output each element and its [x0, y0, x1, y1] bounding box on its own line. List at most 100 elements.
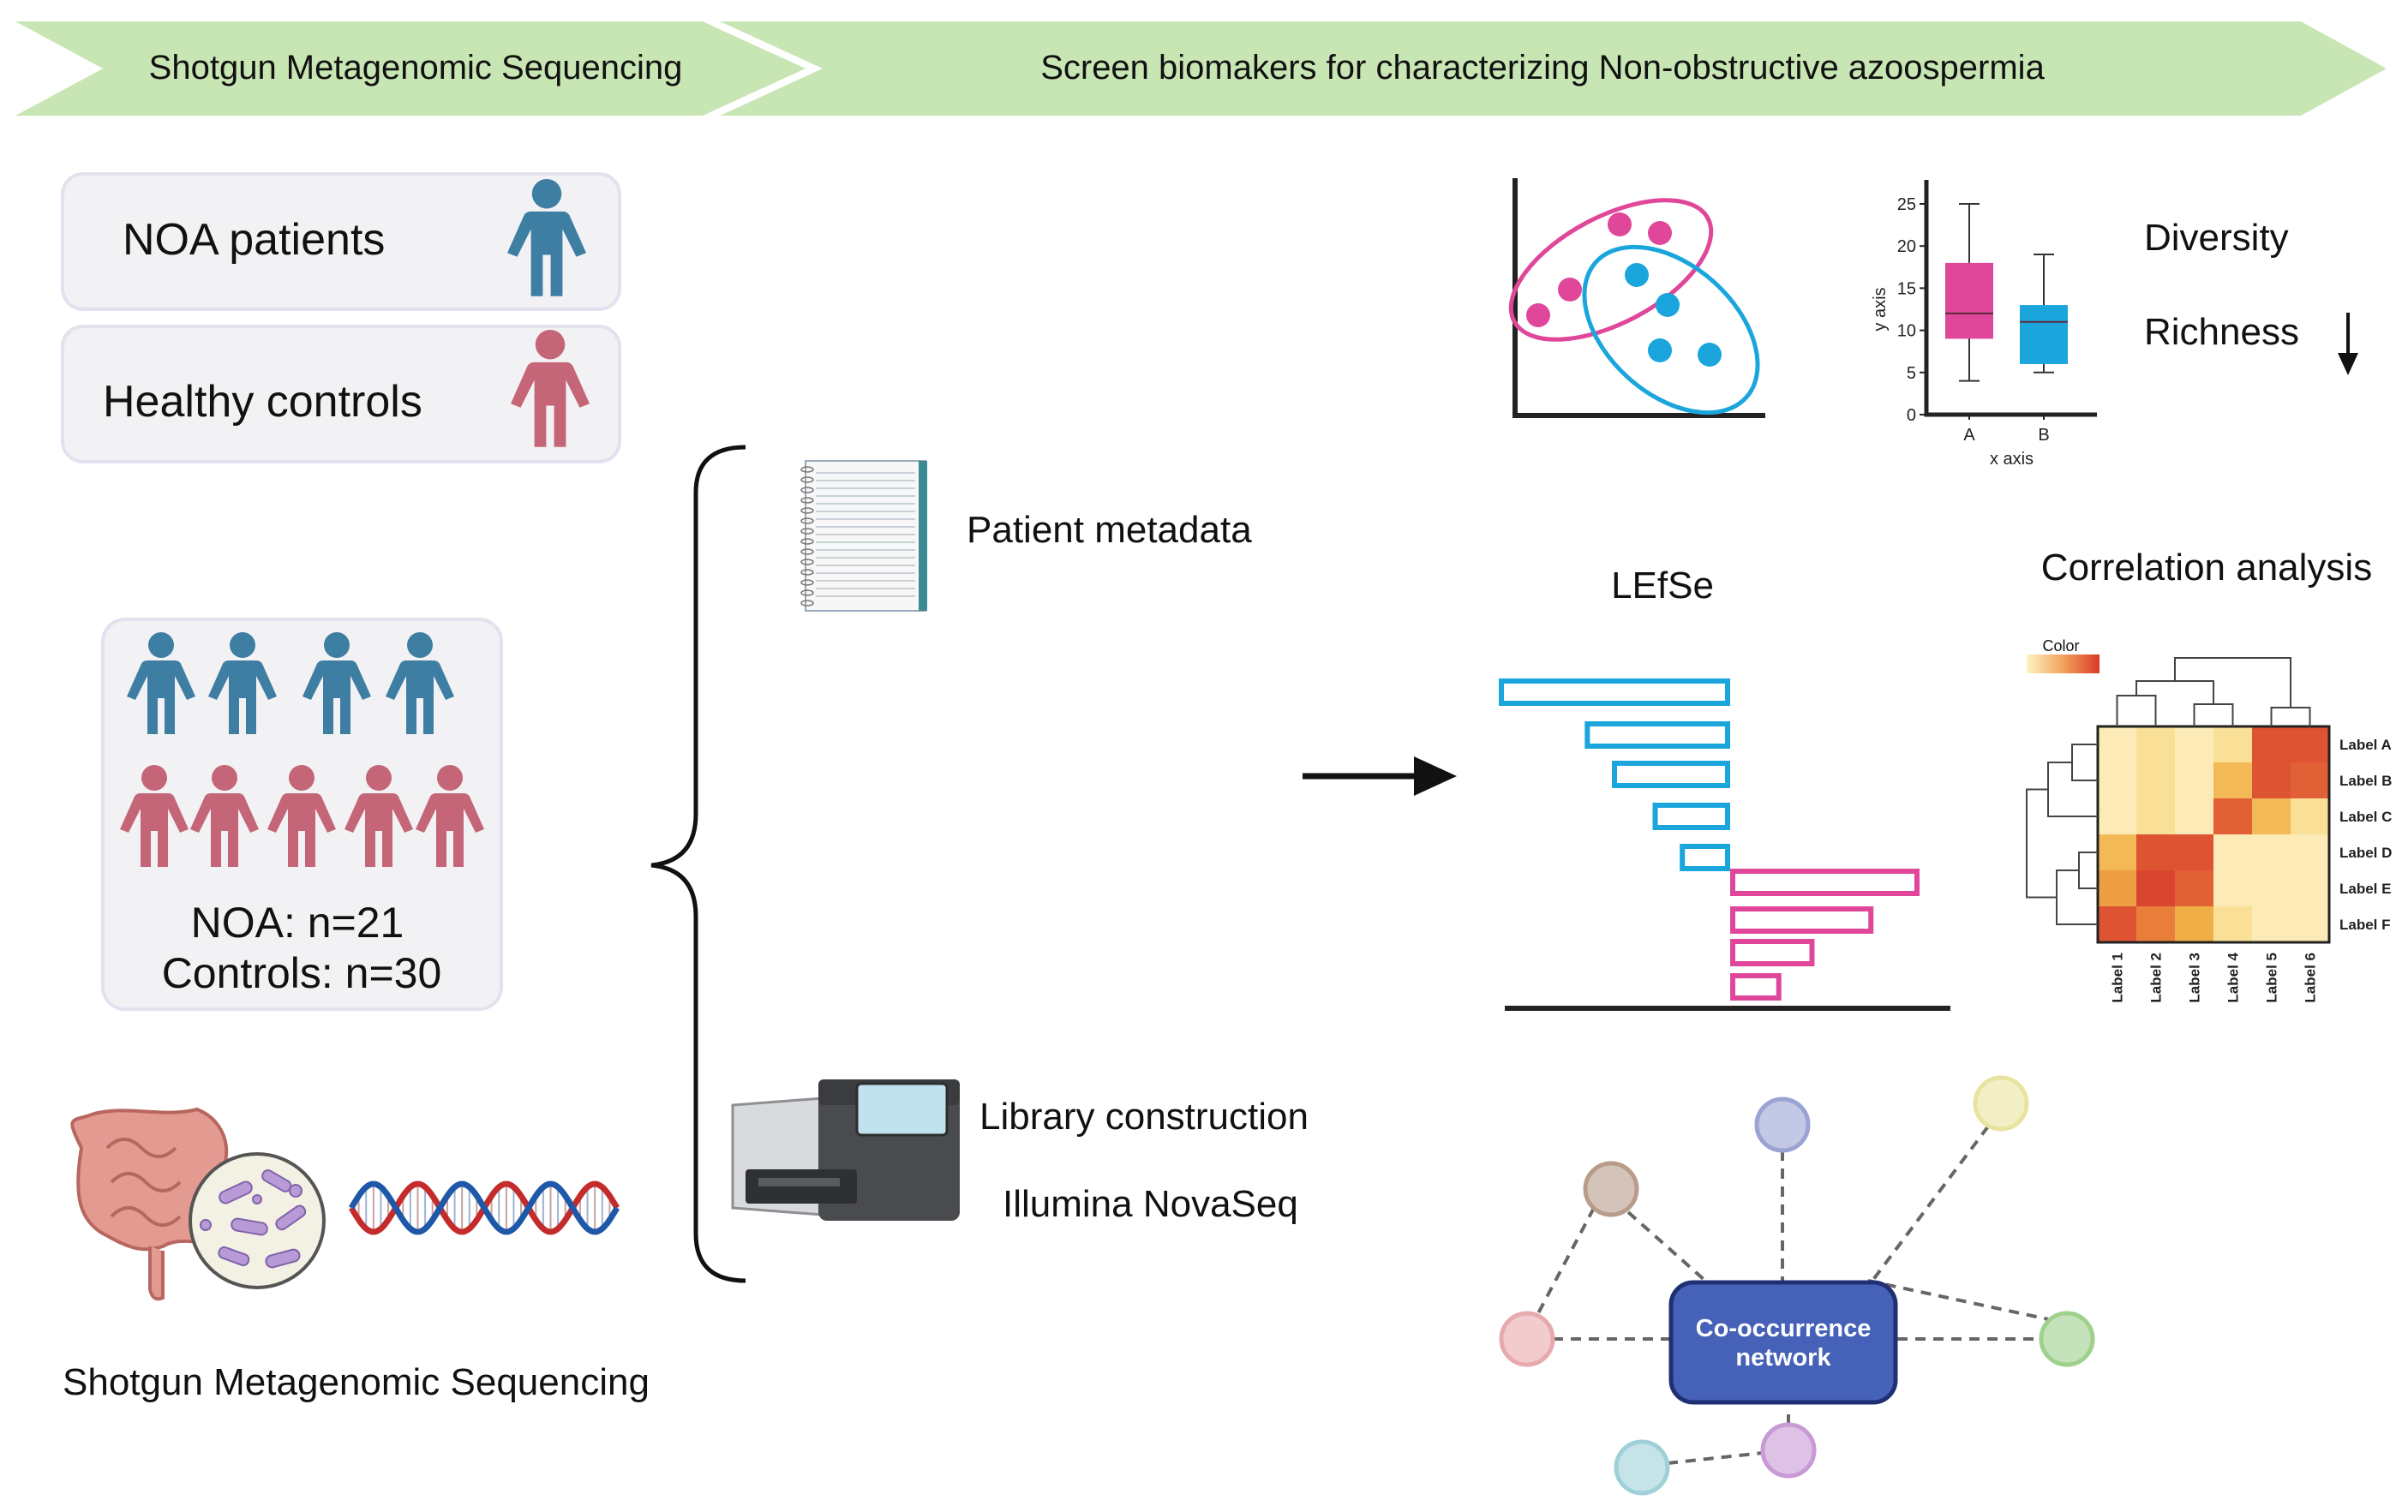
dendrogram-left [2078, 852, 2098, 889]
lefse-bar-negative [1680, 844, 1730, 871]
heatmap-cell [2136, 870, 2175, 906]
notebook-ring [800, 528, 814, 535]
library-construction-label: Library construction [979, 1096, 1309, 1138]
color-legend-label: Color [2042, 637, 2079, 654]
heatmap-cell [2175, 834, 2213, 870]
network-edge [1871, 1125, 1990, 1282]
heatmap-cell [2213, 762, 2252, 798]
curly-brace [650, 445, 746, 1283]
heatmap-cell [2252, 798, 2291, 834]
heatmap-cell [2213, 906, 2252, 942]
x-axis-label: x axis [1990, 450, 2034, 469]
network-node [1614, 1439, 1670, 1496]
noa-count: NOA: n=21 [191, 899, 404, 947]
richness-label: Richness [2144, 311, 2299, 353]
notebook-ring [800, 517, 814, 524]
healthy-controls-card: Healthy controls [61, 325, 621, 463]
network-node [2039, 1311, 2095, 1367]
group-a-point [1608, 212, 1632, 236]
flow-arrow-head [1414, 756, 1457, 796]
sequencing-caption: Shotgun Metagenomic Sequencing [63, 1361, 650, 1403]
network-center-box [1668, 1280, 1898, 1405]
dendrogram-top [2174, 657, 2291, 708]
lefse-bar-negative [1584, 721, 1730, 749]
notebook-ring [800, 589, 814, 596]
notebook-ring [800, 600, 814, 607]
heatmap-cell [2098, 726, 2136, 762]
heatmap-col-label: Label 2 [2148, 953, 2165, 1003]
heatmap-cell [2175, 906, 2213, 942]
heatmap-col-label: Label 1 [2110, 953, 2126, 1003]
heatmap-cell [2136, 726, 2175, 762]
heatmap-cell [2175, 870, 2213, 906]
notebook-ring [800, 487, 814, 493]
heatmap-cell [2098, 798, 2136, 834]
dendrogram-top [2116, 695, 2157, 726]
heatmap-cell [2098, 906, 2136, 942]
heatmap-cell [2136, 834, 2175, 870]
network-node [1760, 1422, 1817, 1479]
network-center-label: Co-occurrence [1696, 1315, 1872, 1342]
controls-count: Controls: n=30 [162, 949, 442, 997]
lefse-bar-positive [1730, 869, 1920, 896]
y-tick-label: 10 [1897, 322, 1916, 341]
notebook-ring [800, 497, 814, 504]
group-b-point [1648, 338, 1672, 362]
heatmap-row-label: Label A [2339, 737, 2392, 753]
notebook-ring [800, 559, 814, 565]
group-b-point [1656, 293, 1680, 317]
y-tick-label: 0 [1907, 406, 1916, 425]
diversity-label: Diversity [2144, 217, 2289, 259]
heatmap-col-label: Label 3 [2187, 953, 2203, 1003]
lefse-bar-negative [1652, 803, 1731, 830]
notebook-ring [800, 569, 814, 576]
network-center-label: network [1735, 1344, 1831, 1372]
heatmap-col-label: Label 4 [2225, 952, 2242, 1002]
lefse-bar-negative [1499, 678, 1730, 706]
heatmap-cell [2213, 798, 2252, 834]
patient-metadata-label: Patient metadata [967, 509, 1252, 551]
heatmap-row-label: Label F [2339, 917, 2391, 933]
heatmap-cell [2291, 762, 2329, 798]
sample-count-card: NOA: n=21 Controls: n=30 [101, 618, 503, 1011]
heatmap-col-label: Label 6 [2303, 953, 2319, 1003]
sequencer-icon [731, 1079, 960, 1221]
network-edge [1867, 1279, 2049, 1321]
banner: Shotgun Metagenomic Sequencing Screen bi… [15, 21, 2387, 116]
network-node [1754, 1097, 1811, 1153]
heatmap-cell [2136, 906, 2175, 942]
noa-patients-card: NOA patients [61, 172, 621, 311]
box-body [1945, 262, 1993, 339]
dna-helix-icon [348, 1180, 620, 1235]
heatmap-cell [2291, 834, 2329, 870]
heatmap-border [2096, 725, 2331, 944]
y-tick-label: 15 [1897, 279, 1916, 298]
beta-diversity-plot [1508, 178, 1765, 418]
y-tick-label: 5 [1907, 364, 1916, 383]
heatmap-cell [2291, 870, 2329, 906]
dendrogram-top [2135, 680, 2214, 704]
notebook-ring [800, 579, 814, 586]
banner-arrow-left [15, 21, 806, 116]
network-node [1499, 1311, 1555, 1367]
heatmap-cell [2291, 798, 2329, 834]
healthy-controls-label: Healthy controls [103, 377, 422, 427]
network-edge [1667, 1451, 1764, 1465]
noa-patients-label: NOA patients [123, 215, 385, 265]
network-edge [1626, 1210, 1707, 1282]
lefse-title: LEfSe [1611, 565, 1714, 607]
heatmap-row-label: Label D [2339, 845, 2392, 861]
heatmap-row-label: Label E [2339, 881, 2391, 897]
y-tick-label: 20 [1897, 237, 1916, 256]
heatmap-row-label: Label C [2339, 809, 2392, 825]
group-a-point [1526, 303, 1550, 327]
lefse-bar-negative [1612, 761, 1730, 788]
box-body [2020, 305, 2068, 364]
y-axis-label: y axis [1871, 287, 1890, 331]
notebook-ring [800, 476, 814, 483]
group-b-point [1698, 343, 1722, 367]
